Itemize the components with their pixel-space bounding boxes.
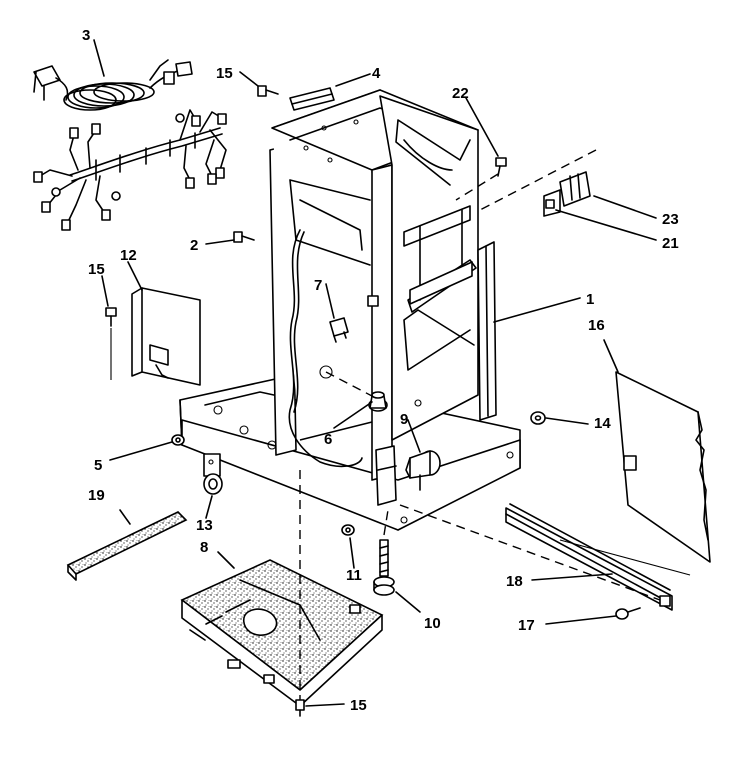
- callout-8: 8: [200, 539, 208, 556]
- leveling-leg-part-10: [373, 539, 395, 596]
- base-pan-part-8: [180, 559, 384, 707]
- callout-23: 23: [662, 211, 679, 228]
- back-panel-part-16: [615, 371, 711, 563]
- switch-part-7: [329, 295, 379, 343]
- nut-part-5: [171, 434, 185, 446]
- bracket-part-23-21: [543, 171, 591, 217]
- shield-part-12: [131, 287, 201, 386]
- nut-part-14: [530, 411, 546, 425]
- screw-part-22: [495, 157, 507, 177]
- callout-21: 21: [662, 235, 679, 252]
- callout-11: 11: [346, 567, 362, 584]
- callout-15-left: 15: [88, 261, 105, 278]
- callout-2: 2: [190, 237, 198, 254]
- leader-lines: [93, 39, 657, 707]
- bracket-part-4: [289, 87, 335, 111]
- motor-part-9: [405, 450, 441, 491]
- callout-9: 9: [400, 411, 408, 428]
- cabinet-frame-part-1: [179, 89, 521, 531]
- callout-22: 22: [452, 85, 469, 102]
- callout-18: 18: [506, 573, 523, 590]
- screw-15-top: [257, 85, 279, 97]
- alignment-lines: [299, 149, 661, 700]
- rail-part-18: [505, 503, 691, 611]
- screw-15-left: [105, 307, 117, 380]
- strip-part-19: [66, 511, 188, 581]
- callout-4: 4: [372, 65, 381, 82]
- callout-12: 12: [120, 247, 137, 264]
- callout-15-top: 15: [216, 65, 233, 82]
- screw-15-bottom: [295, 699, 305, 717]
- callout-16: 16: [588, 317, 605, 334]
- callout-14: 14: [594, 415, 611, 432]
- callout-3: 3: [82, 27, 90, 44]
- callout-10: 10: [424, 615, 441, 632]
- callout-15-bottom: 15: [350, 697, 367, 714]
- screw-part-17: [615, 607, 641, 620]
- callout-6: 6: [324, 431, 332, 448]
- callout-1: 1: [586, 291, 594, 308]
- wire-harness-part: [33, 59, 227, 231]
- callout-labels: 3 4 15 22 2 12 15 7 1 16 14 6 9 5 19 13 …: [82, 27, 679, 714]
- callout-13: 13: [196, 517, 213, 534]
- callout-5: 5: [94, 457, 102, 474]
- callout-7: 7: [314, 277, 322, 294]
- callout-19: 19: [88, 487, 105, 504]
- callout-17: 17: [518, 617, 535, 634]
- screw-part-2: [233, 231, 255, 243]
- caster-part-13: [203, 453, 223, 495]
- nut-part-11: [341, 524, 355, 536]
